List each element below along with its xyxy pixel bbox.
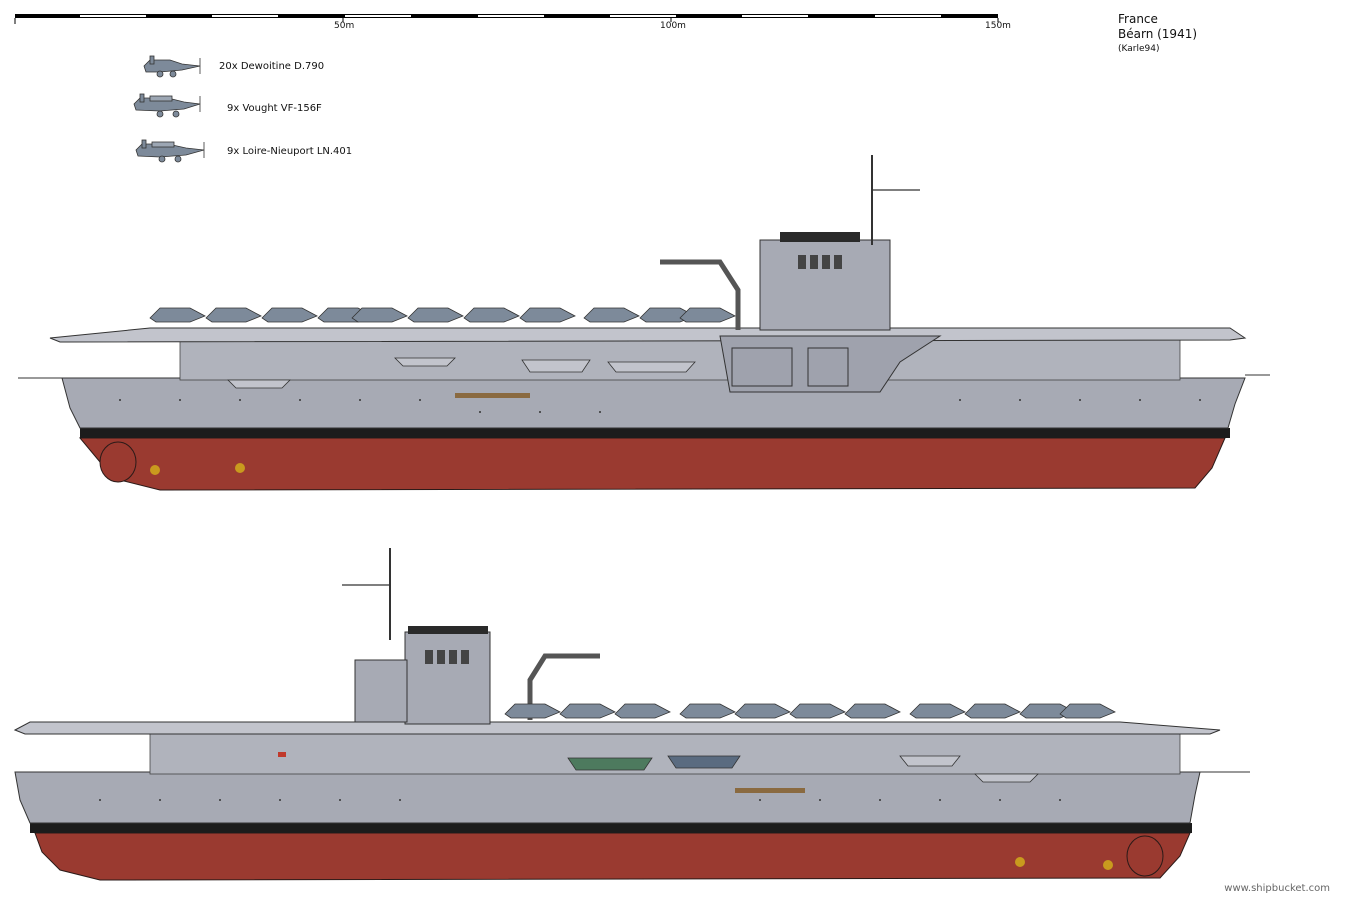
author-label: (Karle94) — [1118, 44, 1160, 54]
airgroup-line-2: 9x Vought VF-156F — [227, 103, 322, 114]
airgroup-line-1: 20x Dewoitine D.790 — [219, 61, 325, 72]
title-block: France Béarn (1941) (Karle94) — [1118, 12, 1197, 57]
scale-label-100m: 100m — [660, 21, 686, 31]
fighter-plane-icon — [143, 55, 201, 78]
ship-name-label: Béarn (1941) — [1118, 27, 1198, 41]
credit-watermark: www.shipbucket.com — [1224, 883, 1330, 894]
airgroup-line-3: 9x Loire-Nieuport LN.401 — [227, 146, 353, 157]
dive-bomber-plane-icon — [133, 93, 201, 118]
dive-bomber-plane-icon — [135, 139, 205, 163]
scale-label-150m: 150m — [985, 21, 1011, 31]
scale-label-50m: 50m — [334, 21, 355, 31]
country-label: France — [1118, 12, 1158, 26]
